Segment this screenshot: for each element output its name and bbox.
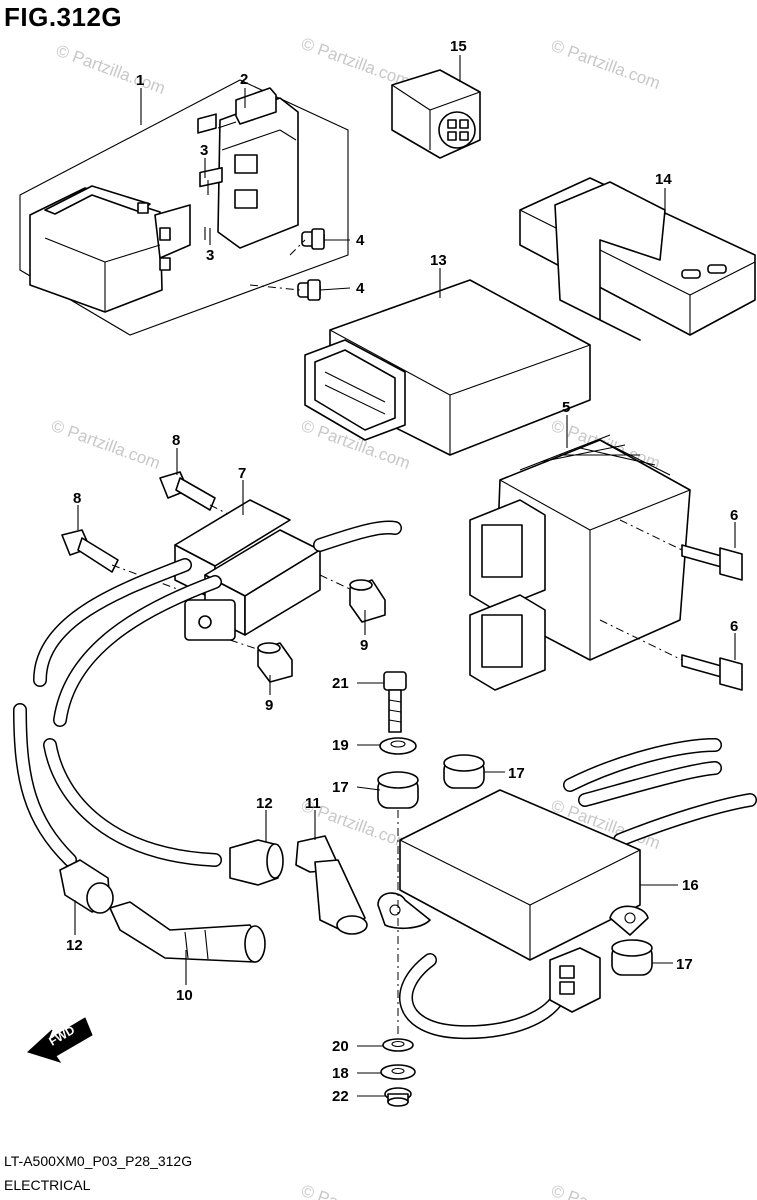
section-name: ELECTRICAL xyxy=(4,1177,91,1193)
callout-4: 4 xyxy=(356,232,365,249)
callout-9: 9 xyxy=(360,637,368,654)
ignition-coil xyxy=(174,499,321,641)
callout-8: 8 xyxy=(172,432,180,449)
ecm-cushion xyxy=(519,177,756,341)
washer xyxy=(379,737,417,755)
regulator-bolt xyxy=(681,544,743,691)
callout-12: 12 xyxy=(256,795,273,812)
callout-7: 7 xyxy=(238,465,246,482)
control-unit xyxy=(377,738,757,1040)
callout-3: 3 xyxy=(200,142,208,159)
figure-title: FIG.312G xyxy=(4,2,123,32)
callout-5: 5 xyxy=(562,399,570,416)
watermark: © Partzilla.com xyxy=(549,36,663,93)
watermark: © Partzilla.com xyxy=(549,1181,663,1200)
relay-cover xyxy=(217,87,299,249)
callout-9: 9 xyxy=(265,697,273,714)
callout-14: 14 xyxy=(655,171,672,188)
callout-18: 18 xyxy=(332,1065,349,1082)
callout-15: 15 xyxy=(450,38,467,55)
alignment-line xyxy=(289,239,306,256)
callout-4: 4 xyxy=(356,280,365,297)
plug-cap xyxy=(59,839,284,914)
coil-bolt xyxy=(61,471,216,573)
connector xyxy=(391,69,481,159)
callout-6: 6 xyxy=(730,507,738,524)
alignment-line xyxy=(249,284,301,291)
callout-10: 10 xyxy=(176,987,193,1004)
callout-17: 17 xyxy=(508,765,525,782)
watermark: © Partzilla.com xyxy=(299,1181,413,1200)
watermark: © Partzilla.com xyxy=(299,34,413,91)
callout-6: 6 xyxy=(730,618,738,635)
relay-bolt xyxy=(297,228,325,301)
watermark: © Partzilla.com xyxy=(49,416,163,473)
watermark: © Partzilla.com xyxy=(54,41,168,98)
leader-lines xyxy=(74,55,736,1097)
grommet xyxy=(377,754,653,976)
alignment-line xyxy=(619,519,683,551)
callout-12: 12 xyxy=(66,937,83,954)
alignment-line xyxy=(319,574,353,591)
callout-17: 17 xyxy=(676,956,693,973)
callout-21: 21 xyxy=(332,675,349,692)
assembly-frame xyxy=(19,79,349,336)
callout-3: 3 xyxy=(206,247,214,264)
callout-1: 1 xyxy=(136,72,144,89)
callout-labels: 1 2 3 3 4 4 15 14 13 5 6 6 7 8 8 9 9 21 … xyxy=(66,38,738,1105)
lower-washer xyxy=(382,1038,414,1052)
spark-plug-cap xyxy=(295,835,368,935)
ecm xyxy=(304,279,591,456)
spark-plug-cap-long xyxy=(109,901,266,963)
high-tension-lead xyxy=(13,520,402,867)
starter-relay xyxy=(29,185,191,313)
lower-spacer xyxy=(380,1064,416,1080)
regulator-rectifier xyxy=(469,434,691,691)
mounting-bolt xyxy=(383,671,407,733)
lower-nut xyxy=(384,1087,412,1107)
callout-2: 2 xyxy=(240,71,248,88)
forward-direction-arrow: FWD xyxy=(27,1017,93,1063)
alignment-line xyxy=(209,504,241,521)
callout-22: 22 xyxy=(332,1088,349,1105)
callout-13: 13 xyxy=(430,252,447,269)
callout-8: 8 xyxy=(73,490,81,507)
callout-11: 11 xyxy=(305,795,321,812)
callout-16: 16 xyxy=(682,877,699,894)
coil-spacer xyxy=(257,579,386,683)
alignment-line xyxy=(599,619,683,661)
callout-19: 19 xyxy=(332,737,349,754)
callout-20: 20 xyxy=(332,1038,349,1055)
alignment-line xyxy=(229,639,261,651)
figure-code: LT-A500XM0_P03_P28_312G xyxy=(4,1153,193,1169)
callout-17: 17 xyxy=(332,779,349,796)
